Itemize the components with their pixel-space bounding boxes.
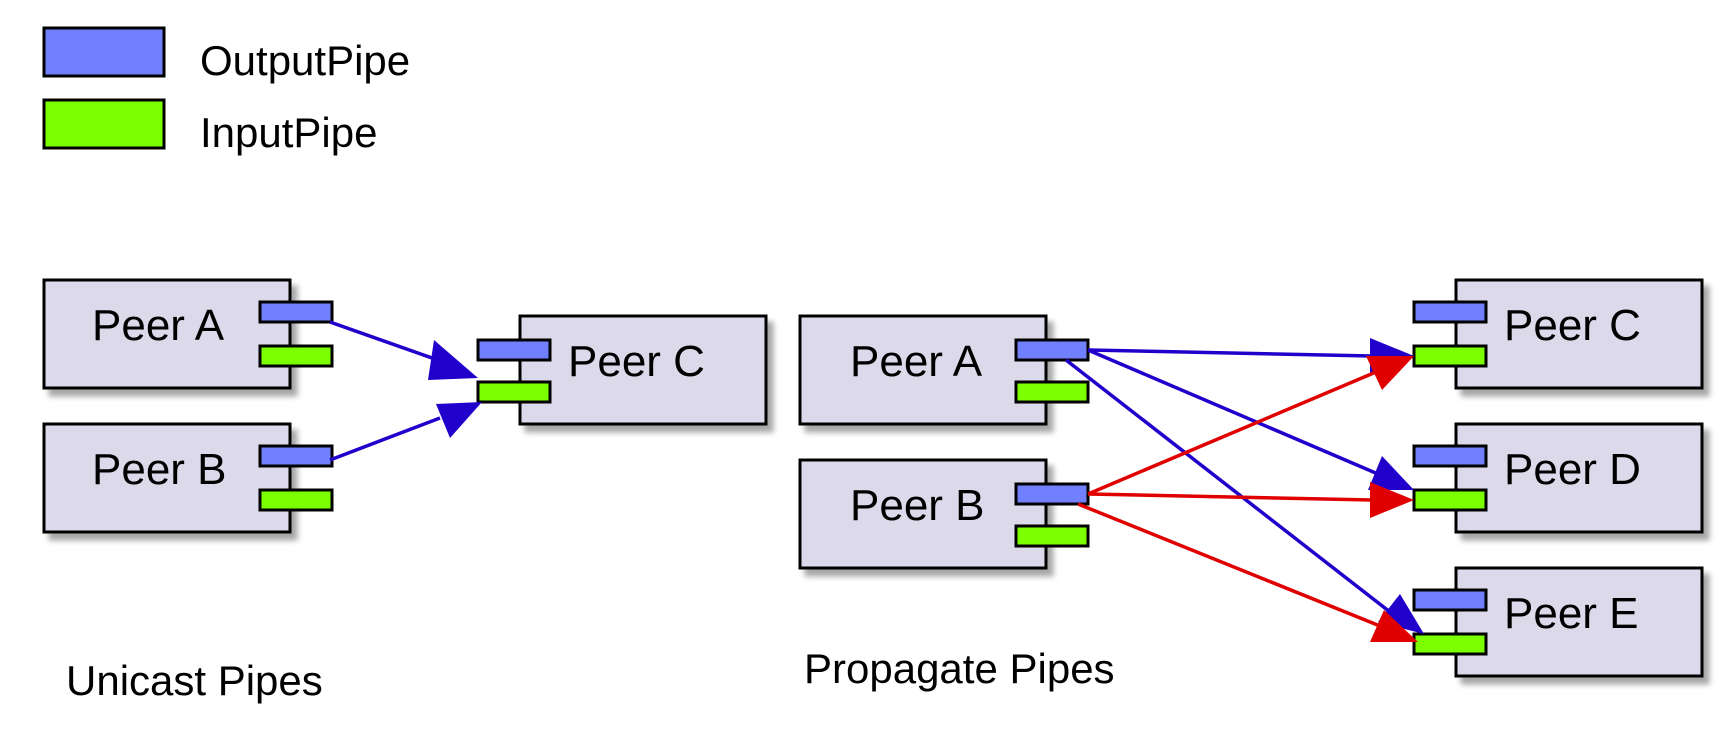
propagate-arrowhead-b-to-c (1366, 356, 1414, 390)
unicast-arrows (329, 320, 482, 462)
propagate-peer-b-input-pipe (1014, 524, 1090, 548)
propagate-arrow-a-to-e (1064, 358, 1392, 614)
unicast-peer-b-input-pipe (258, 488, 334, 512)
unicast-section-title: Unicast Pipes (66, 657, 323, 704)
legend: OutputPipe InputPipe (42, 26, 410, 156)
propagate-peer-d-output-pipe (1412, 444, 1488, 468)
legend-input-label: InputPipe (200, 109, 377, 156)
unicast-peer-b-label: Peer B (92, 445, 227, 494)
unicast-arrow-a-to-c (329, 320, 433, 360)
propagate-peer-a-label: Peer A (850, 337, 983, 386)
propagate-arrowhead-b-to-e (1370, 610, 1418, 642)
unicast-peer-b-output-pipe (258, 444, 334, 468)
propagate-peer-b-output-pipe (1014, 482, 1090, 506)
propagate-peer-e-output-pipe (1412, 588, 1488, 612)
unicast-arrow-b-to-c (329, 416, 441, 462)
propagate-arrow-b-to-e (1077, 502, 1381, 628)
propagate-section: Peer A Peer B Peer C Peer D Pee (798, 278, 1704, 692)
unicast-peer-c-box (518, 314, 768, 426)
unicast-peer-c-node: Peer C (476, 314, 768, 426)
propagate-arrowhead-b-to-d (1370, 482, 1414, 518)
unicast-section: Peer A Peer B Peer C Unicast Pipes (42, 278, 768, 704)
unicast-arrowhead-a-to-c (428, 340, 478, 380)
unicast-peer-a-input-pipe (258, 344, 334, 368)
propagate-peer-c-node: Peer C (1412, 278, 1704, 390)
propagate-peer-d-label: Peer D (1504, 445, 1641, 494)
propagate-peer-e-label: Peer E (1504, 589, 1639, 638)
propagate-arrow-a-to-d (1087, 348, 1379, 476)
unicast-peer-a-box (42, 278, 292, 390)
propagate-peer-a-node: Peer A (798, 314, 1090, 426)
propagate-peer-d-input-pipe (1412, 488, 1488, 512)
propagate-arrowhead-a-to-d (1368, 456, 1414, 490)
unicast-peer-a-output-pipe (258, 300, 334, 324)
propagate-peer-c-label: Peer C (1504, 301, 1641, 350)
propagate-peer-b-box (798, 458, 1048, 570)
unicast-peer-a-node: Peer A (42, 278, 334, 390)
propagate-peer-a-output-pipe (1014, 338, 1090, 362)
propagate-peer-a-input-pipe (1014, 380, 1090, 404)
propagate-peer-a-box (798, 314, 1048, 426)
unicast-peer-a-label: Peer A (92, 301, 225, 350)
propagate-peer-e-box (1454, 566, 1704, 678)
propagate-section-title: Propagate Pipes (804, 645, 1115, 692)
propagate-peer-c-output-pipe (1412, 300, 1488, 324)
unicast-peer-c-label: Peer C (568, 337, 705, 386)
propagate-peer-e-node: Peer E (1412, 566, 1704, 678)
legend-output-label: OutputPipe (200, 37, 410, 84)
propagate-peer-d-node: Peer D (1412, 422, 1704, 534)
propagate-arrow-b-to-d (1087, 492, 1373, 502)
propagate-peer-c-box (1454, 278, 1704, 390)
unicast-peer-b-box (42, 422, 292, 534)
unicast-peer-b-node: Peer B (42, 422, 334, 534)
propagate-arrow-a-to-c (1087, 348, 1373, 358)
legend-output-swatch (42, 26, 166, 78)
propagate-peer-e-input-pipe (1412, 632, 1488, 656)
unicast-arrowhead-b-to-c (436, 402, 482, 438)
legend-input-swatch (42, 98, 166, 150)
propagate-peer-c-input-pipe (1412, 344, 1488, 368)
propagate-arrow-b-to-c (1087, 370, 1377, 496)
propagate-peer-d-box (1454, 422, 1704, 534)
unicast-peer-c-input-pipe (476, 380, 552, 404)
unicast-peer-c-output-pipe (476, 338, 552, 362)
propagate-peer-b-label: Peer B (850, 481, 985, 530)
propagate-arrows-from-peer-b (1077, 356, 1418, 642)
propagate-peer-b-node: Peer B (798, 458, 1090, 570)
